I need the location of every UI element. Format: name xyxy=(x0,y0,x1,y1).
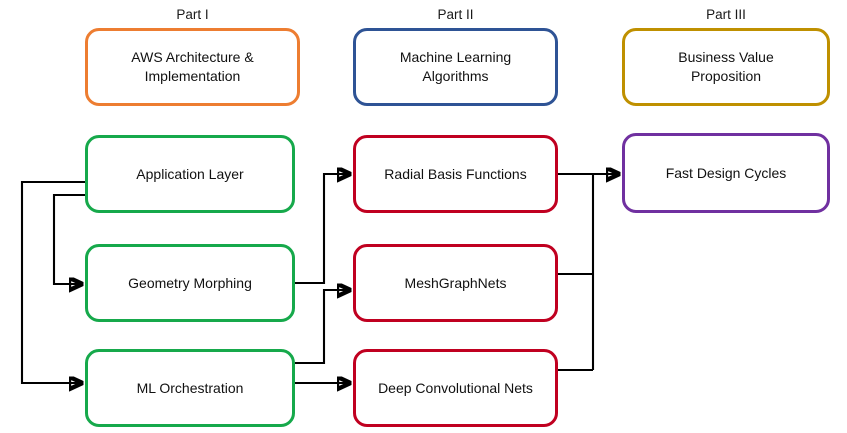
column-label-part-2: Part II xyxy=(437,7,474,22)
column-label-part-1: Part I xyxy=(176,7,209,22)
node-ml-orchestration[interactable]: ML Orchestration xyxy=(85,349,295,427)
node-geometry-morphing-label: Geometry Morphing xyxy=(128,274,252,291)
wire-application-layer-to-geometry-morphing xyxy=(52,193,85,284)
node-ml-algorithms-line-1: Machine Learning xyxy=(399,49,512,66)
node-radial-basis-functions[interactable]: Radial Basis Functions xyxy=(353,135,558,213)
wire-application-layer-to-ml-orchestration xyxy=(20,180,85,383)
wire-geometry-morphing-to-radial-basis-functions xyxy=(295,174,350,285)
node-business-value-line-1: Business Value xyxy=(678,49,774,66)
node-aws-architecture-line-2: Implementation xyxy=(144,68,241,84)
node-business-value-line-2: Proposition xyxy=(690,68,762,84)
node-deep-convolutional-nets-label: Deep Convolutional Nets xyxy=(378,379,533,396)
wire-ml-orchestration-to-meshgraphnets xyxy=(295,290,350,365)
node-aws-architecture[interactable]: AWS Architecture & Implementation xyxy=(85,28,300,106)
node-ml-orchestration-label: ML Orchestration xyxy=(136,379,244,396)
node-application-layer-label: Application Layer xyxy=(136,165,244,182)
node-fast-design-cycles-label: Fast Design Cycles xyxy=(665,164,787,181)
node-business-value[interactable]: Business Value Proposition xyxy=(622,28,830,106)
column-label-part-3: Part III xyxy=(706,7,746,22)
node-radial-basis-functions-label: Radial Basis Functions xyxy=(384,165,527,182)
node-fast-design-cycles[interactable]: Fast Design Cycles xyxy=(622,133,830,213)
node-aws-architecture-line-1: AWS Architecture & xyxy=(131,49,254,66)
node-meshgraphnets[interactable]: MeshGraphNets xyxy=(353,244,558,322)
node-ml-algorithms-line-2: Algorithms xyxy=(422,68,489,84)
node-application-layer[interactable]: Application Layer xyxy=(85,135,295,213)
node-ml-algorithms[interactable]: Machine Learning Algorithms xyxy=(353,28,558,106)
node-deep-convolutional-nets[interactable]: Deep Convolutional Nets xyxy=(353,349,558,427)
node-meshgraphnets-label: MeshGraphNets xyxy=(404,274,507,291)
node-geometry-morphing[interactable]: Geometry Morphing xyxy=(85,244,295,322)
